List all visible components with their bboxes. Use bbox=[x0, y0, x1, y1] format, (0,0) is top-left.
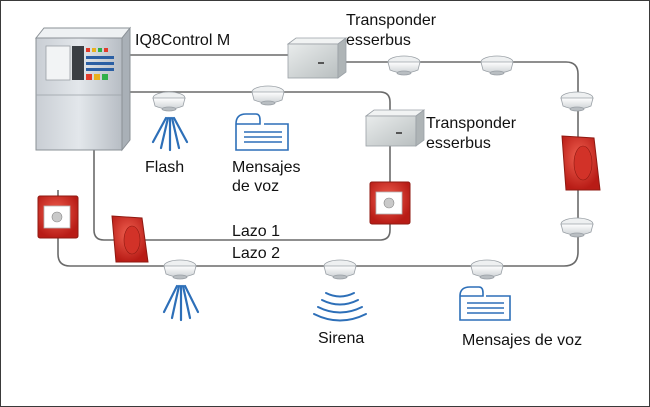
flash-label: Flash bbox=[145, 159, 185, 176]
smoke-detector-5 bbox=[560, 91, 594, 112]
flash-icon-upper bbox=[151, 116, 189, 152]
siren-waves-icon bbox=[313, 292, 367, 322]
transponder-top-label-line2: esserbus bbox=[346, 32, 411, 49]
smoke-detectors bbox=[152, 55, 594, 280]
fire-panel-unit bbox=[34, 26, 132, 152]
voice-message-lower-label: Mensajes de voz bbox=[462, 332, 583, 349]
transponder-top-label-line1: Transponder bbox=[346, 12, 437, 29]
smoke-detector-7 bbox=[163, 259, 197, 280]
siren-label: Sirena bbox=[318, 330, 365, 347]
transponder-module-middle bbox=[364, 109, 426, 147]
transponder-module-top bbox=[286, 37, 348, 79]
loop-1-wiring bbox=[93, 91, 391, 241]
smoke-detector-8 bbox=[323, 259, 357, 280]
transponder-middle-label-line2: esserbus bbox=[426, 135, 491, 152]
transponder-middle-label-line1: Transponder bbox=[426, 115, 517, 132]
panel-label: IQ8Control M bbox=[135, 32, 231, 49]
sounder-left bbox=[111, 215, 149, 263]
voice-message-upper-label-line2: de voz bbox=[232, 178, 280, 195]
sounder-right bbox=[561, 135, 601, 191]
loop-2-wiring bbox=[57, 54, 579, 267]
smoke-detector-3 bbox=[387, 55, 421, 76]
voice-message-icon-lower bbox=[459, 286, 511, 321]
voice-message-icon-upper bbox=[235, 113, 289, 151]
loop-1-label: Lazo 1 bbox=[232, 223, 281, 240]
smoke-detector-1 bbox=[152, 91, 186, 112]
loop-2-label: Lazo 2 bbox=[232, 245, 281, 262]
flash-icon-lower bbox=[162, 284, 200, 322]
smoke-detector-6 bbox=[560, 217, 594, 238]
voice-message-upper-label-line1: Mensajes bbox=[232, 159, 301, 176]
manual-call-point-right bbox=[369, 181, 411, 225]
smoke-detector-4 bbox=[480, 55, 514, 76]
manual-call-point-left bbox=[37, 195, 79, 239]
smoke-detector-2 bbox=[251, 85, 285, 106]
smoke-detector-9 bbox=[470, 259, 504, 280]
